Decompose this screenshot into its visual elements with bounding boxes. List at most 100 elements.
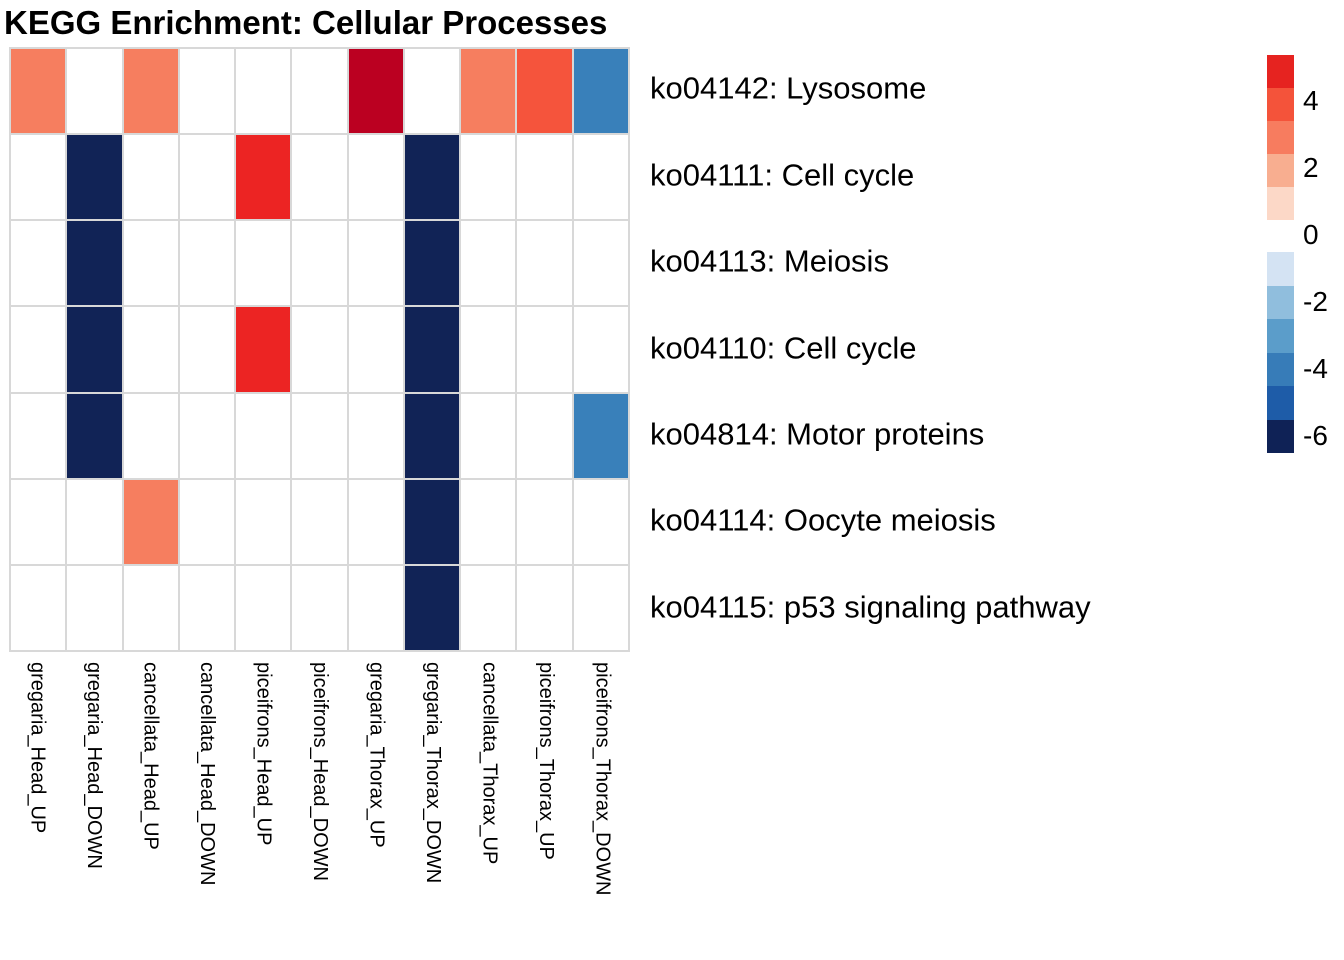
legend-tick-label: -4 xyxy=(1303,353,1328,384)
heatmap-cell xyxy=(461,221,516,306)
col-label: gregaria_Thorax_DOWN xyxy=(421,662,444,884)
heatmap-cell xyxy=(573,393,628,478)
legend-segment-red xyxy=(1267,187,1294,220)
legend-segment-blue xyxy=(1267,352,1294,386)
heatmap-cell xyxy=(179,479,235,564)
heatmap-cell xyxy=(348,565,403,650)
heatmap-cell xyxy=(67,49,122,134)
heatmap-cell xyxy=(179,307,235,392)
heatmap-cell xyxy=(292,135,347,220)
heatmap-cell xyxy=(292,221,347,306)
heatmap-cell xyxy=(123,135,178,220)
col-label: piceifrons_Head_DOWN xyxy=(309,662,331,881)
heatmap-cell xyxy=(573,221,628,306)
col-label: gregaria_Head_UP xyxy=(26,662,49,834)
heatmap-cell xyxy=(292,479,347,564)
row-label: ko04114: Oocyte meiosis xyxy=(650,502,996,538)
heatmap-cell xyxy=(236,49,291,134)
heatmap-cell xyxy=(517,479,572,564)
heatmap-cell xyxy=(461,49,516,134)
heatmap-cell xyxy=(348,221,403,306)
heatmap-cell xyxy=(11,221,66,306)
heatmap-cell xyxy=(11,49,66,134)
row-label: ko04113: Meiosis xyxy=(650,243,889,279)
heatmap-cell xyxy=(517,49,572,134)
legend-zero-gap xyxy=(1267,220,1294,252)
heatmap-cell xyxy=(11,135,66,220)
legend-tick-label: 0 xyxy=(1303,219,1319,250)
heatmap-cell xyxy=(123,565,178,650)
legend-segment-blue xyxy=(1267,386,1294,420)
heatmap-cell xyxy=(404,135,460,220)
heatmap-cell xyxy=(67,479,122,564)
heatmap-cell xyxy=(517,135,572,220)
legend-segment-red xyxy=(1267,121,1294,154)
legend-tick-label: -6 xyxy=(1303,420,1328,451)
heatmap-cell xyxy=(236,393,291,478)
legend-segment-blue xyxy=(1267,419,1294,453)
heatmap-cell xyxy=(517,221,572,306)
heatmap-cell xyxy=(404,565,460,650)
heatmap-cell xyxy=(292,393,347,478)
legend-segment-blue xyxy=(1267,319,1294,353)
heatmap-cell xyxy=(67,307,122,392)
col-label: piceifrons_Thorax_UP xyxy=(534,662,557,860)
heatmap-cell xyxy=(573,135,628,220)
heatmap-cell xyxy=(404,307,460,392)
heatmap-cell xyxy=(123,307,178,392)
heatmap-cell xyxy=(461,393,516,478)
heatmap-cell xyxy=(461,479,516,564)
heatmap-cell xyxy=(573,307,628,392)
heatmap-cell xyxy=(292,565,347,650)
heatmap-cell xyxy=(67,221,122,306)
heatmap-cell xyxy=(404,49,460,134)
heatmap-cell xyxy=(123,49,178,134)
col-label: gregaria_Thorax_UP xyxy=(365,662,388,848)
legend-segment-red xyxy=(1267,55,1294,88)
heatmap-cell xyxy=(573,49,628,134)
heatmap-cell xyxy=(123,479,178,564)
heatmap-cell xyxy=(461,135,516,220)
heatmap-cell xyxy=(573,565,628,650)
heatmap-cell xyxy=(461,307,516,392)
heatmap-cell xyxy=(11,565,66,650)
col-label: piceifrons_Head_UP xyxy=(252,662,275,846)
heatmap-cell xyxy=(11,393,66,478)
heatmap-cell xyxy=(179,221,235,306)
col-label: cancellata_Head_UP xyxy=(139,662,162,850)
heatmap-cell xyxy=(67,135,122,220)
col-label: cancellata_Thorax_UP xyxy=(478,662,501,865)
heatmap-cell xyxy=(236,479,291,564)
heatmap-cell xyxy=(348,135,403,220)
heatmap-cell xyxy=(348,307,403,392)
col-label: cancellata_Head_DOWN xyxy=(196,662,219,886)
legend-segment-red xyxy=(1267,88,1294,121)
chart-title: KEGG Enrichment: Cellular Processes xyxy=(4,4,608,41)
heatmap-cell xyxy=(348,479,403,564)
heatmap-cell xyxy=(348,393,403,478)
heatmap-cell xyxy=(517,393,572,478)
heatmap-cell xyxy=(11,307,66,392)
heatmap-cell xyxy=(179,49,235,134)
legend-segment-blue xyxy=(1267,285,1294,319)
heatmap-cell xyxy=(67,393,122,478)
heatmap-cell xyxy=(292,307,347,392)
heatmap-cell xyxy=(11,479,66,564)
heatmap-cell xyxy=(123,221,178,306)
heatmap-cell xyxy=(404,393,460,478)
row-label: ko04142: Lysosome xyxy=(650,70,927,106)
row-label: ko04110: Cell cycle xyxy=(650,330,917,366)
row-label: ko04814: Motor proteins xyxy=(650,416,985,452)
heatmap-cell xyxy=(292,49,347,134)
col-label: piceifrons_Thorax_DOWN xyxy=(591,662,614,896)
heatmap-cell xyxy=(573,479,628,564)
heatmap-cell xyxy=(236,221,291,306)
row-label: ko04115: p53 signaling pathway xyxy=(650,589,1091,625)
heatmap-cell xyxy=(517,307,572,392)
heatmap-cell xyxy=(236,135,291,220)
legend-segment-blue xyxy=(1267,252,1294,286)
legend-tick-label: -2 xyxy=(1303,286,1328,317)
legend-tick-label: 4 xyxy=(1303,85,1319,116)
